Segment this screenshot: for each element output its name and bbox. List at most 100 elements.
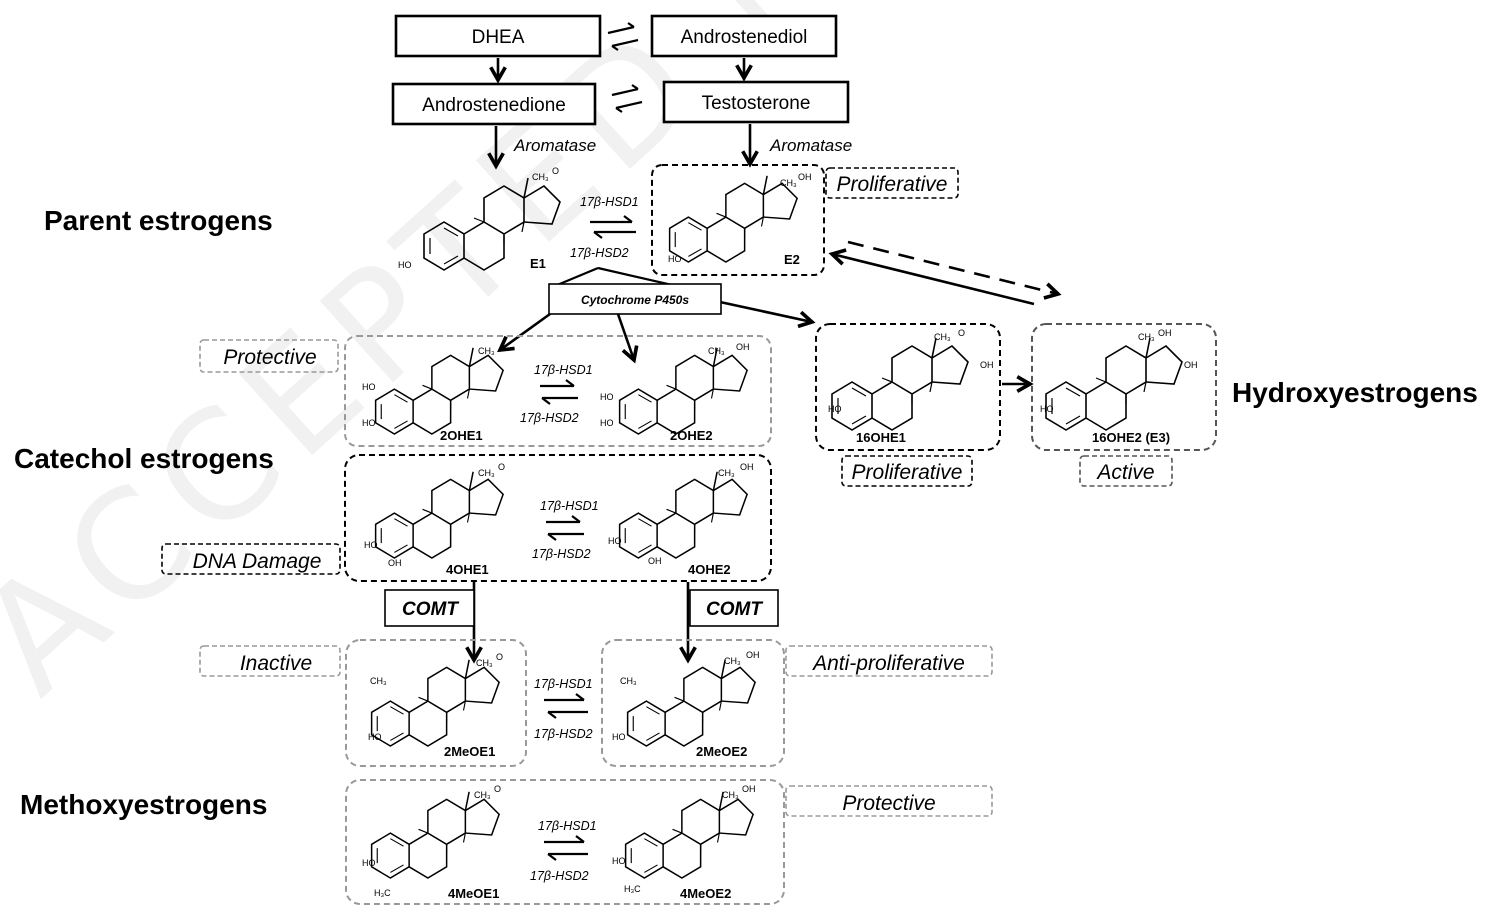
structure-4ohe1: HO OH CH₃ O 4OHE1 [364, 462, 505, 577]
2ohe1-label: 2OHE1 [440, 428, 483, 443]
svg-text:17β-HSD1: 17β-HSD1 [534, 677, 593, 691]
svg-text:CH₃: CH₃ [708, 346, 725, 356]
comt-box-right: COMT [689, 589, 779, 627]
e2-label: E2 [784, 252, 800, 267]
2ohe2-label: 2OHE2 [670, 428, 713, 443]
tag-active: Active [1079, 455, 1173, 487]
svg-text:O: O [498, 462, 505, 472]
4meoe1-label: 4MeOE1 [448, 886, 499, 901]
aromatase-label-left: Aromatase [513, 136, 596, 155]
svg-text:Proliferative: Proliferative [837, 173, 948, 196]
arrow-16ohe2-to-e2 [832, 254, 1035, 306]
svg-text:CH₃: CH₃ [478, 468, 495, 478]
tag-proliferative-e2: Proliferative [825, 167, 959, 199]
svg-text:OH: OH [388, 558, 402, 568]
androstenedione-label: Androstenedione [422, 95, 566, 116]
box-e2: HO CH₃ OH E2 [651, 164, 825, 276]
hsd2-label-parent: 17β-HSD2 [570, 246, 629, 260]
structure-4meoe1: HO H₃C CH₃ O 4MeOE1 [362, 784, 501, 901]
svg-text:OH: OH [740, 462, 754, 472]
16ohe2-label: 16OHE2 (E3) [1092, 430, 1170, 445]
structure-e1: HO CH₃ O E1 [398, 166, 561, 271]
cyp450-box: Cytochrome P450s [548, 283, 722, 315]
svg-text:OH: OH [1184, 360, 1198, 370]
svg-text:OH: OH [746, 650, 760, 660]
svg-text:CH₃: CH₃ [474, 790, 491, 800]
svg-text:Protective: Protective [223, 346, 316, 369]
precursor-testosterone: Testosterone [662, 80, 850, 124]
tag-proliferative-16: Proliferative [841, 455, 973, 487]
svg-text:H₃C: H₃C [624, 884, 641, 894]
2meoe1-label: 2MeOE1 [444, 744, 495, 759]
box-2oh-catechols: HO HO CH₃ 2OHE1 17β-HSD1 17β-HSD2 HO HO … [344, 335, 772, 447]
svg-text:17β-HSD1: 17β-HSD1 [540, 499, 599, 513]
svg-text:CH₃: CH₃ [620, 676, 637, 686]
box-2meoe1: CH₃ HO CH₃ O 2MeOE1 [345, 639, 527, 767]
structure-2ohe1: HO HO CH₃ 2OHE1 [362, 346, 504, 443]
svg-text:17β-HSD2: 17β-HSD2 [532, 547, 591, 561]
hsd-equilibrium-e1-e2: 17β-HSD1 17β-HSD2 [570, 195, 639, 260]
svg-text:O: O [494, 784, 501, 794]
svg-text:HO: HO [612, 856, 626, 866]
equilibrium-arrow-middle [611, 84, 643, 113]
svg-text:HO: HO [362, 858, 376, 868]
svg-text:17β-HSD2: 17β-HSD2 [534, 727, 593, 741]
e2-ch3: CH₃ [780, 178, 797, 188]
e1-label: E1 [530, 256, 546, 271]
box-2meoe2: CH₃ HO CH₃ OH 2MeOE2 [601, 639, 785, 767]
box-16ohe2: HO CH₃ OH OH 16OHE2 (E3) [1031, 323, 1217, 451]
4meoe2-label: 4MeOE2 [680, 886, 731, 901]
dhea-label: DHEA [472, 27, 525, 48]
tag-protective-2oh: Protective [199, 339, 339, 373]
precursor-dhea: DHEA [394, 14, 602, 58]
androstenediol-label: Androstenediol [681, 27, 808, 48]
svg-text:OH: OH [742, 784, 756, 794]
box-4oh-catechols: HO OH CH₃ O 4OHE1 17β-HSD1 17β-HSD2 HO O… [344, 454, 772, 582]
svg-text:Proliferative: Proliferative [852, 461, 963, 484]
precursor-androstenedione: Androstenedione [391, 82, 597, 126]
svg-text:COMT: COMT [402, 599, 459, 620]
svg-text:17β-HSD1: 17β-HSD1 [534, 363, 593, 377]
svg-text:HO: HO [1040, 404, 1054, 414]
svg-text:Anti-proliferative: Anti-proliferative [811, 652, 965, 675]
tag-dna-damage: DNA Damage [161, 543, 341, 575]
16ohe1-label: 16OHE1 [856, 430, 906, 445]
section-parent-estrogens: Parent estrogens [44, 205, 273, 236]
e1-o: O [552, 166, 559, 176]
cyp450-label: Cytochrome P450s [581, 293, 689, 307]
equilibrium-arrow-top [607, 22, 639, 51]
comt-box-left: COMT [384, 589, 475, 627]
svg-text:CH₃: CH₃ [370, 676, 387, 686]
svg-text:CH₃: CH₃ [476, 658, 493, 668]
svg-text:CH₃: CH₃ [934, 332, 951, 342]
svg-text:17β-HSD2: 17β-HSD2 [520, 411, 579, 425]
2meoe2-label: 2MeOE2 [696, 744, 747, 759]
hsd1-label-parent: 17β-HSD1 [580, 195, 639, 209]
e1-ch3: CH₃ [532, 172, 549, 182]
e2-ho: HO [668, 254, 682, 264]
svg-text:HO: HO [600, 418, 614, 428]
svg-text:Protective: Protective [842, 792, 935, 815]
box-16ohe1: HO CH₃ O OH 16OHE1 [815, 323, 1001, 451]
svg-text:17β-HSD1: 17β-HSD1 [538, 819, 597, 833]
svg-text:OH: OH [736, 342, 750, 352]
svg-text:HO: HO [362, 382, 376, 392]
section-catechol-estrogens: Catechol estrogens [14, 443, 274, 474]
svg-text:OH: OH [648, 556, 662, 566]
svg-text:DNA Damage: DNA Damage [193, 550, 322, 573]
structure-4meoe2: HO H₃C CH₃ OH 4MeOE2 [612, 784, 756, 901]
svg-text:CH₃: CH₃ [722, 790, 739, 800]
4ohe2-label: 4OHE2 [688, 562, 731, 577]
svg-text:HO: HO [600, 392, 614, 402]
structure-4ohe2: HO OH CH₃ OH 4OHE2 [608, 462, 754, 577]
svg-text:OH: OH [980, 360, 994, 370]
testosterone-label: Testosterone [702, 93, 811, 114]
svg-text:COMT: COMT [706, 599, 763, 620]
e2-oh: OH [798, 172, 812, 182]
section-methoxyestrogens: Methoxyestrogens [20, 789, 267, 820]
structure-2ohe2: HO HO CH₃ OH 2OHE2 [600, 342, 750, 443]
precursor-androstenediol: Androstenediol [650, 14, 838, 58]
svg-text:HO: HO [828, 404, 842, 414]
aromatase-label-right: Aromatase [769, 136, 852, 155]
